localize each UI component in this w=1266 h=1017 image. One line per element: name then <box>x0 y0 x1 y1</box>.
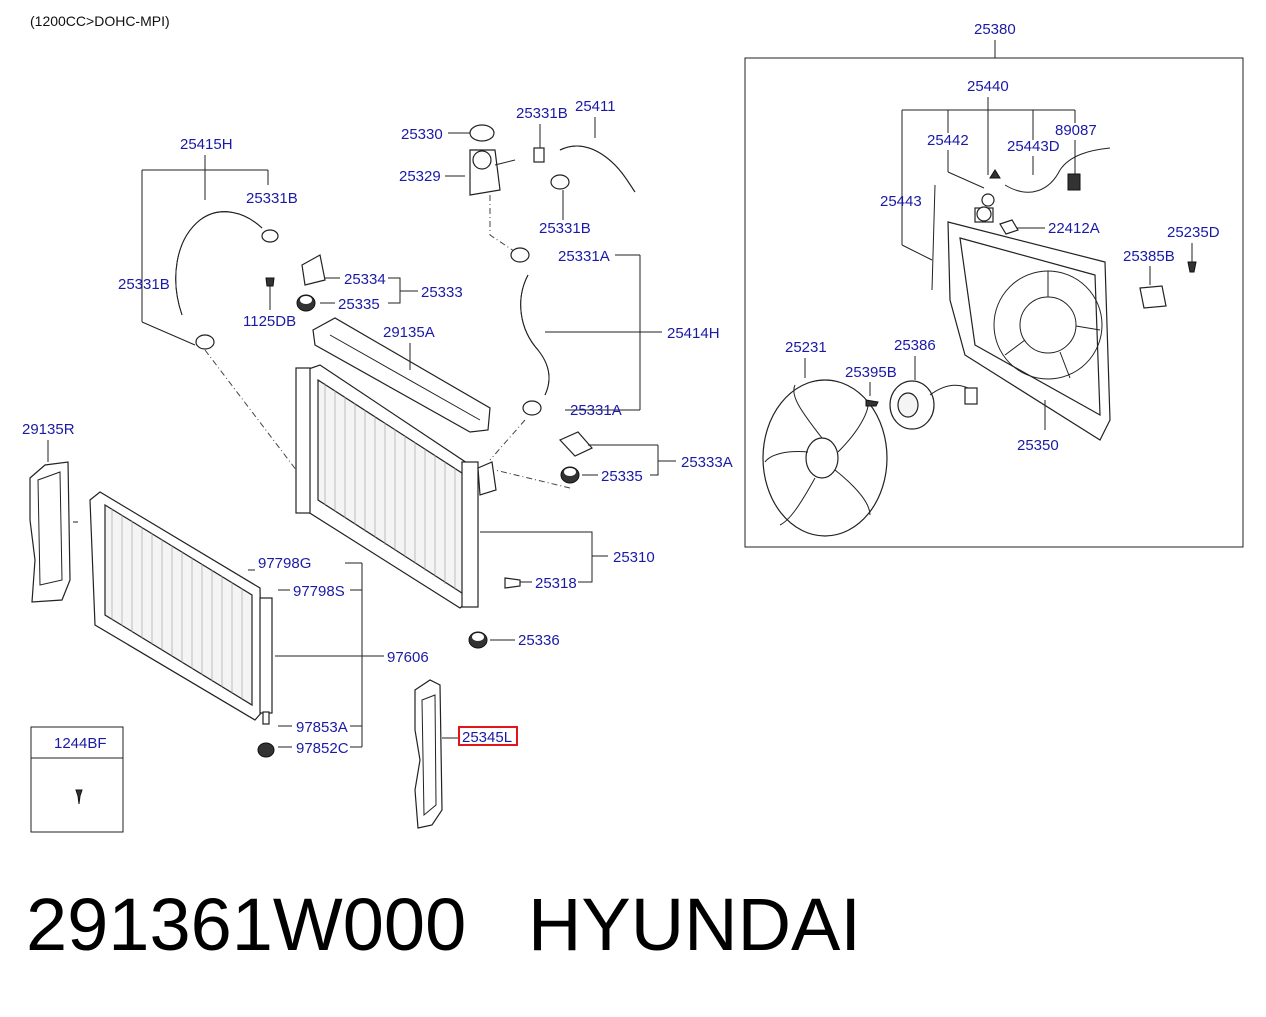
label-25335-b[interactable]: 25335 <box>601 468 643 485</box>
air-guard-29135a: 29135A <box>312 317 491 433</box>
fastener-box-1244bf: 1244BF <box>30 726 124 833</box>
fan-assembly-group: 25380 25440 25442 25443D 89087 25443 <box>744 21 1244 548</box>
fan-motor <box>889 380 978 430</box>
label-29135a[interactable]: 29135A <box>383 324 435 341</box>
label-1125db[interactable]: 1125DB <box>243 313 296 330</box>
part-number: 291361W000 <box>26 883 467 966</box>
label-97853a[interactable]: 97853A <box>296 719 348 736</box>
label-25334[interactable]: 25334 <box>344 271 386 288</box>
label-97798s[interactable]: 97798S <box>293 583 345 600</box>
label-29135r[interactable]: 29135R <box>22 421 75 438</box>
label-25331b-d[interactable]: 25331B <box>539 220 591 237</box>
label-97798g[interactable]: 97798G <box>258 555 311 572</box>
label-22412a[interactable]: 22412A <box>1048 220 1100 237</box>
label-25442[interactable]: 25442 <box>927 132 969 149</box>
label-1244bf[interactable]: 1244BF <box>54 735 107 752</box>
fan-blade <box>762 379 888 537</box>
label-25333[interactable]: 25333 <box>421 284 463 301</box>
filler-neck-group: 25330 25329 25331B 25411 25331B <box>399 98 636 256</box>
label-25385b[interactable]: 25385B <box>1123 248 1175 265</box>
bracket-25333-group: 25334 25335 25333 1125DB <box>243 254 463 330</box>
condenser <box>89 491 273 725</box>
label-97606[interactable]: 97606 <box>387 649 429 666</box>
label-25443[interactable]: 25443 <box>880 193 922 210</box>
label-25318[interactable]: 25318 <box>535 575 577 592</box>
label-89087[interactable]: 89087 <box>1055 122 1097 139</box>
radiator-core <box>295 364 497 609</box>
label-25231[interactable]: 25231 <box>785 339 827 356</box>
label-25380[interactable]: 25380 <box>974 21 1016 38</box>
label-25331a-b[interactable]: 25331A <box>570 402 622 419</box>
bracket-25333a-group: 25335 25333A <box>494 431 733 489</box>
selected-part-highlight[interactable] <box>458 726 518 746</box>
label-25333a[interactable]: 25333A <box>681 454 733 471</box>
fan-assembly-frame <box>744 57 1244 548</box>
hose-25414h-group: 25331A 25414H 25331A <box>489 247 720 461</box>
label-25235d[interactable]: 25235D <box>1167 224 1220 241</box>
label-25330[interactable]: 25330 <box>401 126 443 143</box>
label-25331a-a[interactable]: 25331A <box>558 248 610 265</box>
label-25350[interactable]: 25350 <box>1017 437 1059 454</box>
label-25310[interactable]: 25310 <box>613 549 655 566</box>
fan-shroud <box>947 206 1111 441</box>
part-title: 291361W000 HYUNDAI <box>26 888 861 962</box>
label-25331b-c[interactable]: 25331B <box>516 105 568 122</box>
label-25345l[interactable]: 25345L <box>462 729 512 746</box>
label-25336[interactable]: 25336 <box>518 632 560 649</box>
label-25329[interactable]: 25329 <box>399 168 441 185</box>
label-25415h[interactable]: 25415H <box>180 136 233 153</box>
hose-25415h-group: 25415H 25331B 25331B <box>118 136 301 476</box>
air-guard-29135r <box>29 461 78 603</box>
label-97852c[interactable]: 97852C <box>296 740 349 757</box>
brand-name: HYUNDAI <box>527 883 861 966</box>
parts-diagram: (1200CC>DOHC-MPI) 25380 25440 25442 2544… <box>22 13 1244 833</box>
bolt-icon <box>75 789 83 805</box>
engine-spec-header: (1200CC>DOHC-MPI) <box>30 13 170 29</box>
label-25443d[interactable]: 25443D <box>1007 138 1060 155</box>
label-25411[interactable]: 25411 <box>575 98 616 115</box>
label-25414h[interactable]: 25414H <box>667 325 720 342</box>
label-25395b[interactable]: 25395B <box>845 364 897 381</box>
label-25386[interactable]: 25386 <box>894 337 936 354</box>
label-25335-a[interactable]: 25335 <box>338 296 380 313</box>
dryer-cap <box>257 742 275 758</box>
label-25440[interactable]: 25440 <box>967 78 1009 95</box>
air-guard-25345l <box>414 679 460 829</box>
label-25331b-a[interactable]: 25331B <box>246 190 298 207</box>
label-25331b-b[interactable]: 25331B <box>118 276 170 293</box>
